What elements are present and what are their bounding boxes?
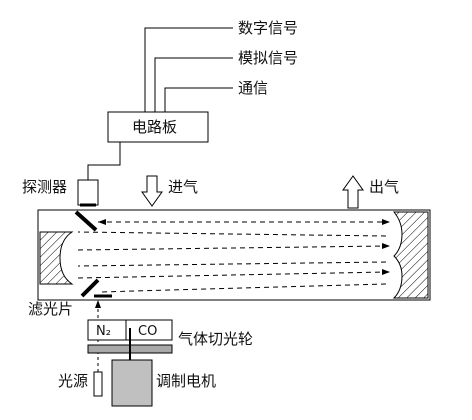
source-beam-arrowhead bbox=[95, 300, 101, 308]
left-mirror bbox=[39, 231, 74, 285]
detector bbox=[77, 179, 99, 206]
gas-in-arrow-icon bbox=[141, 175, 163, 207]
optical-path-arrowheads bbox=[98, 219, 390, 275]
circuit-board bbox=[107, 111, 209, 143]
upper-fold-mirror bbox=[74, 210, 98, 232]
right-mirror bbox=[392, 211, 429, 299]
modulating-motor bbox=[111, 359, 153, 407]
filter-label: 滤光片 bbox=[28, 300, 73, 318]
analog-signal-label: 模拟信号 bbox=[238, 49, 298, 67]
light-source bbox=[93, 371, 103, 397]
digital-signal-label: 数字信号 bbox=[238, 19, 298, 37]
signal-lines bbox=[144, 27, 233, 112]
gas-in-label: 进气 bbox=[168, 178, 198, 196]
modulating-motor-label: 调制电机 bbox=[156, 372, 216, 390]
communication-label: 通信 bbox=[238, 79, 268, 97]
gas-cell bbox=[37, 209, 431, 301]
detector-label: 探测器 bbox=[22, 178, 67, 196]
lower-fold-mirror bbox=[80, 278, 100, 298]
optical-path bbox=[77, 221, 387, 293]
co-cell bbox=[125, 319, 173, 341]
circuit-board-label: 电路板 bbox=[132, 118, 177, 136]
detector-wire bbox=[87, 142, 121, 180]
gas-chopper-wheel-label: 气体切光轮 bbox=[178, 330, 253, 348]
light-source-label: 光源 bbox=[58, 372, 88, 390]
co-cell-label: CO bbox=[138, 324, 157, 339]
n2-cell-label: N₂ bbox=[96, 324, 111, 339]
gas-out-arrow-icon bbox=[342, 175, 364, 209]
gas-out-label: 出气 bbox=[369, 178, 399, 196]
